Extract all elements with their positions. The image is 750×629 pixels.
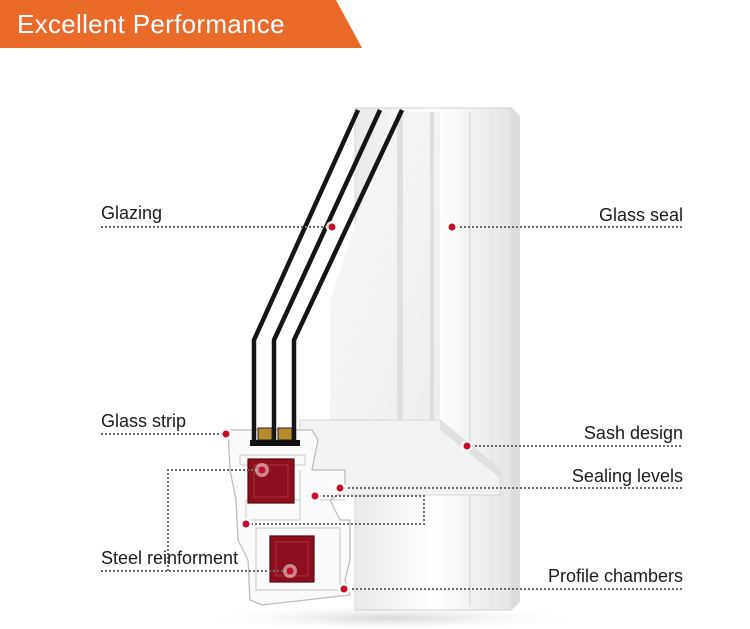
- leader-lines: [101, 226, 683, 590]
- page-title: Excellent Performance: [17, 9, 285, 39]
- label-steel-reinforcement: Steel reinforment: [101, 548, 239, 568]
- label-glass-seal: Glass seal: [598, 205, 683, 225]
- label-glazing: Glazing: [101, 203, 163, 223]
- glass-pane: [330, 112, 440, 424]
- glazing-panes: [251, 109, 405, 440]
- marker-dots: [220, 221, 473, 595]
- steel-reinforcement-upper: [247, 458, 295, 504]
- label-sealing-levels: Sealing levels: [571, 466, 683, 486]
- spacer-bar-2: [277, 427, 293, 441]
- header-banner: [0, 0, 362, 48]
- label-glass-strip: Glass strip: [101, 411, 187, 431]
- label-sash-design: Sash design: [583, 423, 683, 443]
- label-profile-chambers: Profile chambers: [547, 566, 683, 586]
- spacer-bar-1: [257, 427, 273, 441]
